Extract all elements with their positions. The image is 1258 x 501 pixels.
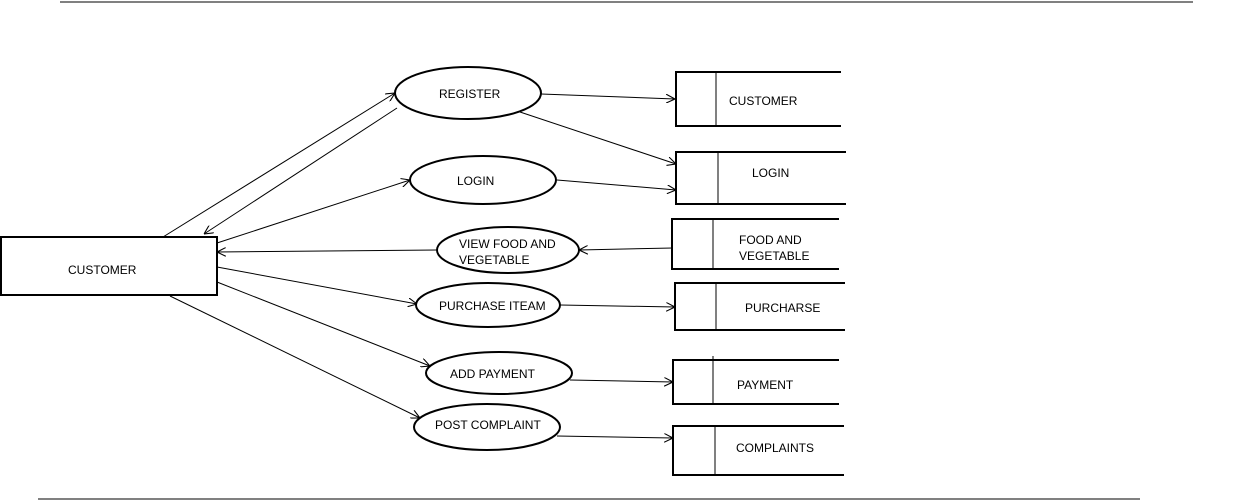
flow-customer-to-purchase: [216, 266, 417, 304]
process-payment-label: ADD PAYMENT: [450, 367, 536, 381]
store-login-label: LOGIN: [752, 166, 789, 180]
store-payment: PAYMENT: [672, 356, 839, 405]
entity-customer: CUSTOMER: [0, 236, 218, 296]
store-customer-label: CUSTOMER: [729, 94, 798, 108]
flow-customer-to-payment: [216, 281, 430, 366]
store-complaints: COMPLAINTS: [672, 425, 844, 476]
process-view-food-and-vegetable: VIEW FOOD AND VEGETABLE: [436, 226, 580, 274]
flow-register-to-store-customer: [540, 93, 675, 99]
process-login-label: LOGIN: [457, 174, 494, 188]
process-add-payment: ADD PAYMENT: [425, 351, 573, 395]
flow-arrows: [162, 93, 676, 438]
flow-payment-to-store-payment: [569, 380, 673, 382]
entity-customer-label: CUSTOMER: [68, 263, 137, 277]
process-complaint-label: POST COMPLAINT: [435, 418, 541, 432]
store-payment-label: PAYMENT: [737, 378, 794, 392]
flow-login-to-store-login: [556, 179, 676, 190]
store-purcharse: PURCHARSE: [674, 282, 845, 331]
process-purchase-label: PURCHASE ITEAM: [439, 299, 546, 313]
store-food-label-line-1: FOOD AND: [739, 233, 802, 247]
flow-store-food-to-view: [579, 248, 674, 250]
flow-customer-to-login: [216, 180, 410, 244]
store-customer: CUSTOMER: [675, 71, 841, 127]
flow-register-to-store-login: [519, 111, 676, 164]
flow-register-to-customer: [204, 107, 398, 234]
store-purchase-label: PURCHARSE: [745, 301, 820, 315]
process-post-complaint: POST COMPLAINT: [413, 403, 561, 451]
process-login: LOGIN: [409, 155, 557, 205]
process-register: REGISTER: [394, 66, 542, 120]
store-complaints-label: COMPLAINTS: [736, 441, 814, 455]
store-food-label-line-2: VEGETABLE: [739, 249, 809, 263]
process-register-label: REGISTER: [439, 87, 501, 101]
flow-customer-to-register: [162, 93, 395, 238]
flow-customer-to-complaint: [169, 295, 420, 418]
flow-complaint-to-store-complaints: [556, 436, 673, 438]
process-view-label-line-1: VIEW FOOD AND: [459, 237, 556, 251]
store-login: LOGIN: [675, 151, 846, 205]
process-purchase-iteam: PURCHASE ITEAM: [415, 282, 561, 328]
store-food-and-vegetable: FOOD AND VEGETABLE: [671, 218, 839, 270]
flow-view-to-customer: [217, 250, 438, 252]
flow-purchase-to-store-purchase: [559, 305, 675, 307]
process-view-label-line-2: VEGETABLE: [459, 253, 529, 267]
